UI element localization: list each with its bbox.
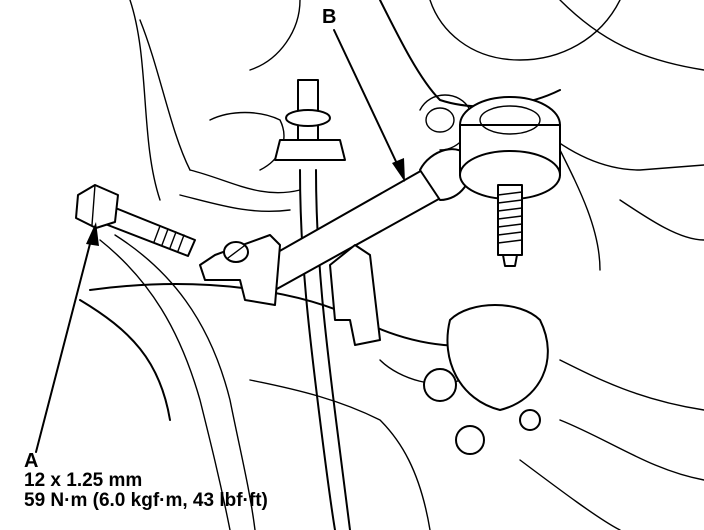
hub-line-2 [559, 419, 704, 481]
upper-bracket-line [249, 0, 301, 71]
callout-label-b: B [322, 6, 337, 28]
knuckle-bolt-3 [519, 409, 541, 431]
right-lower-line [619, 199, 704, 241]
upper-housing-curve [429, 0, 621, 61]
bracket-hole-slot [227, 245, 245, 259]
knuckle-details [423, 304, 704, 530]
right-brace-line [559, 149, 601, 271]
mid-bracket-curve [209, 111, 285, 171]
strut-edge-left [129, 0, 161, 201]
stabilizer-link [254, 96, 561, 291]
upper-housing-outline [379, 0, 561, 108]
brake-hose-left [99, 239, 231, 530]
hub-line-1 [559, 359, 704, 411]
harness-line-2 [179, 194, 291, 213]
hub-line-3 [519, 459, 621, 530]
sensor-flange [274, 139, 346, 161]
link-mount-bracket [199, 234, 381, 346]
bolt-torque-spec: 59 N·m (6.0 kgf·m, 43 lbf·ft) [24, 490, 268, 511]
stud-tip [502, 254, 518, 267]
bolt-head [75, 184, 119, 229]
knuckle-bolt-2 [455, 425, 485, 455]
callout-label-a: A [24, 450, 39, 472]
ball-joint-cap [479, 105, 541, 135]
leader-line-b [333, 29, 401, 171]
bolt-size-spec: 12 x 1.25 mm [24, 470, 143, 491]
right-body-line [559, 0, 704, 71]
sensor-collar [285, 109, 331, 127]
lower-arm-left-edge [79, 299, 171, 421]
brake-hose-left-2 [114, 234, 256, 530]
lower-frame-line [249, 379, 431, 530]
callout-leaders [35, 29, 405, 453]
harness-line-1 [189, 169, 301, 194]
bolt-threads [153, 225, 185, 252]
bolt-head-edge [91, 184, 96, 226]
knuckle-body [446, 304, 549, 411]
knuckle-bolt-1 [423, 368, 457, 402]
flange-bolt [75, 184, 196, 257]
bushing-hole [425, 107, 455, 133]
background-structure [129, 0, 704, 271]
stud-threads [497, 191, 523, 244]
leader-line-a [35, 235, 93, 453]
threaded-stud [497, 184, 523, 256]
mount-bracket-right [329, 244, 381, 346]
sensor-bracket [274, 79, 346, 161]
arrowhead-a [86, 222, 99, 246]
strut-edge-left-inner [139, 19, 191, 171]
arrowhead-b [392, 158, 405, 182]
